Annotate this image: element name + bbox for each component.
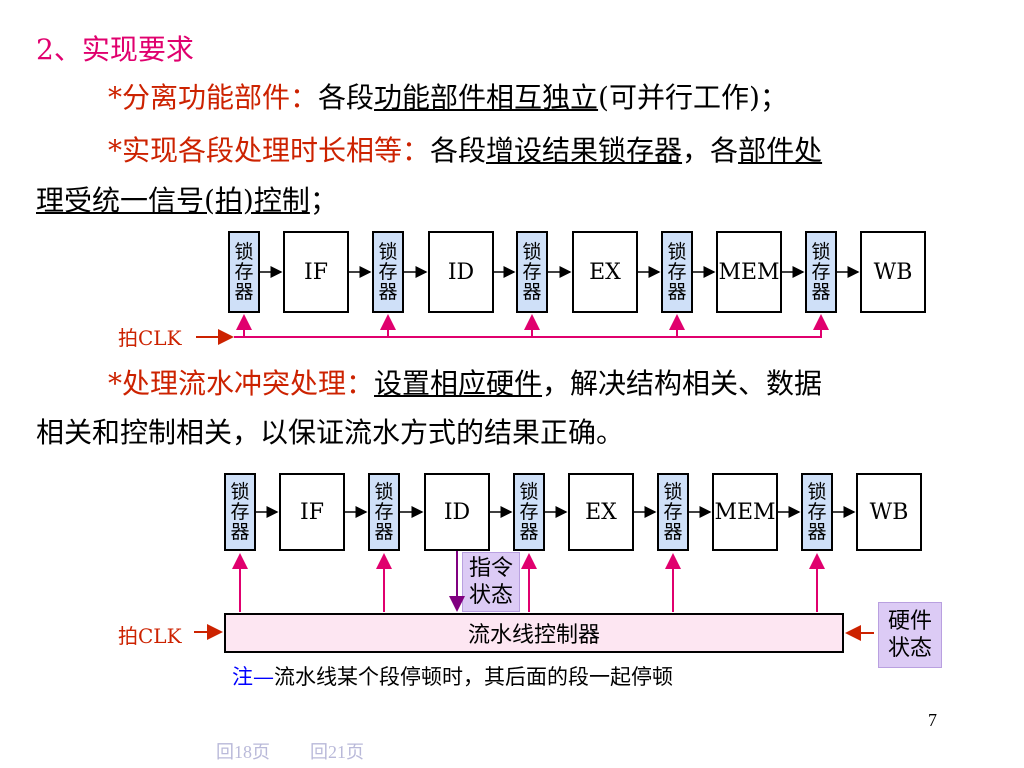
stage-if: IF xyxy=(279,473,345,551)
stage-if: IF xyxy=(283,231,349,313)
bullet-underlined: 功能部件相互独立 xyxy=(374,81,599,114)
footnote-prefix: 注— xyxy=(232,665,274,689)
bullet-equal-time-line2: 理受统一信号(拍)控制； xyxy=(36,181,338,221)
bullet-hazard-line2: 相关和控制相关，以保证流水方式的结果正确。 xyxy=(36,416,625,449)
bullet-separate-units: *分离功能部件：各段功能部件相互独立(可并行工作)； xyxy=(108,78,788,118)
latch-box: 锁存器 xyxy=(805,231,837,313)
bullet-underlined: 部件处 xyxy=(738,134,823,167)
bullet-text: (可并行工作)； xyxy=(598,81,788,114)
bullet-hazard: *处理流水冲突处理：设置相应硬件，解决结构相关、数据 xyxy=(108,364,822,404)
stage-id: ID xyxy=(428,231,494,313)
stage-wb: WB xyxy=(860,231,926,313)
controller-arrows xyxy=(232,553,825,612)
bullet-underlined: 增设结果锁存器 xyxy=(486,134,683,167)
bullet-text: 各段 xyxy=(430,134,487,167)
bullet-text: ； xyxy=(309,184,338,217)
bullet-underlined: 理受统一信号(拍)控制 xyxy=(36,184,310,217)
latch-box: 锁存器 xyxy=(228,231,260,313)
stage-ex: EX xyxy=(568,473,634,551)
page-number: 7 xyxy=(928,710,937,730)
latch-box: 锁存器 xyxy=(368,473,400,551)
clock-label: 拍CLK xyxy=(118,624,182,648)
hardware-state-box: 硬件状态 xyxy=(878,602,942,668)
latch-box: 锁存器 xyxy=(372,231,404,313)
stage-wb: WB xyxy=(856,473,922,551)
clock-bus xyxy=(196,314,829,345)
stage-mem: MEM xyxy=(716,231,782,313)
bullet-text: ，解决结构相关、数据 xyxy=(542,367,823,400)
latch-box: 锁存器 xyxy=(657,473,689,551)
footnote-text: 流水线某个段停顿时，其后面的段一起停顿 xyxy=(274,665,673,689)
stage-ex: EX xyxy=(572,231,638,313)
bullet-text: ，各 xyxy=(682,134,739,167)
latch-box: 锁存器 xyxy=(513,473,545,551)
footnote: 注—流水线某个段停顿时，其后面的段一起停顿 xyxy=(232,661,673,691)
nav-link-page-18[interactable]: 回18页 xyxy=(216,742,270,762)
stage-mem: MEM xyxy=(712,473,778,551)
latch-box: 锁存器 xyxy=(516,231,548,313)
pipeline-controller: 流水线控制器 xyxy=(224,613,844,653)
bullet-underlined: 设置相应硬件 xyxy=(374,367,543,400)
bullet-lead: *分离功能部件： xyxy=(108,81,319,114)
latch-box: 锁存器 xyxy=(801,473,833,551)
bullet-lead: *处理流水冲突处理： xyxy=(108,367,375,400)
latch-box: 锁存器 xyxy=(224,473,256,551)
bullet-equal-time: *实现各段处理时长相等：各段增设结果锁存器，各部件处 xyxy=(108,131,822,171)
latch-box: 锁存器 xyxy=(661,231,693,313)
nav-link-page-21[interactable]: 回21页 xyxy=(310,742,364,762)
bullet-lead: *实现各段处理时长相等： xyxy=(108,134,431,167)
bullet-text: 各段 xyxy=(318,81,375,114)
clock-label: 拍CLK xyxy=(118,326,182,350)
section-heading: 2、实现要求 xyxy=(36,33,194,66)
stage-id: ID xyxy=(424,473,490,551)
instruction-state-box: 指令状态 xyxy=(462,552,520,612)
